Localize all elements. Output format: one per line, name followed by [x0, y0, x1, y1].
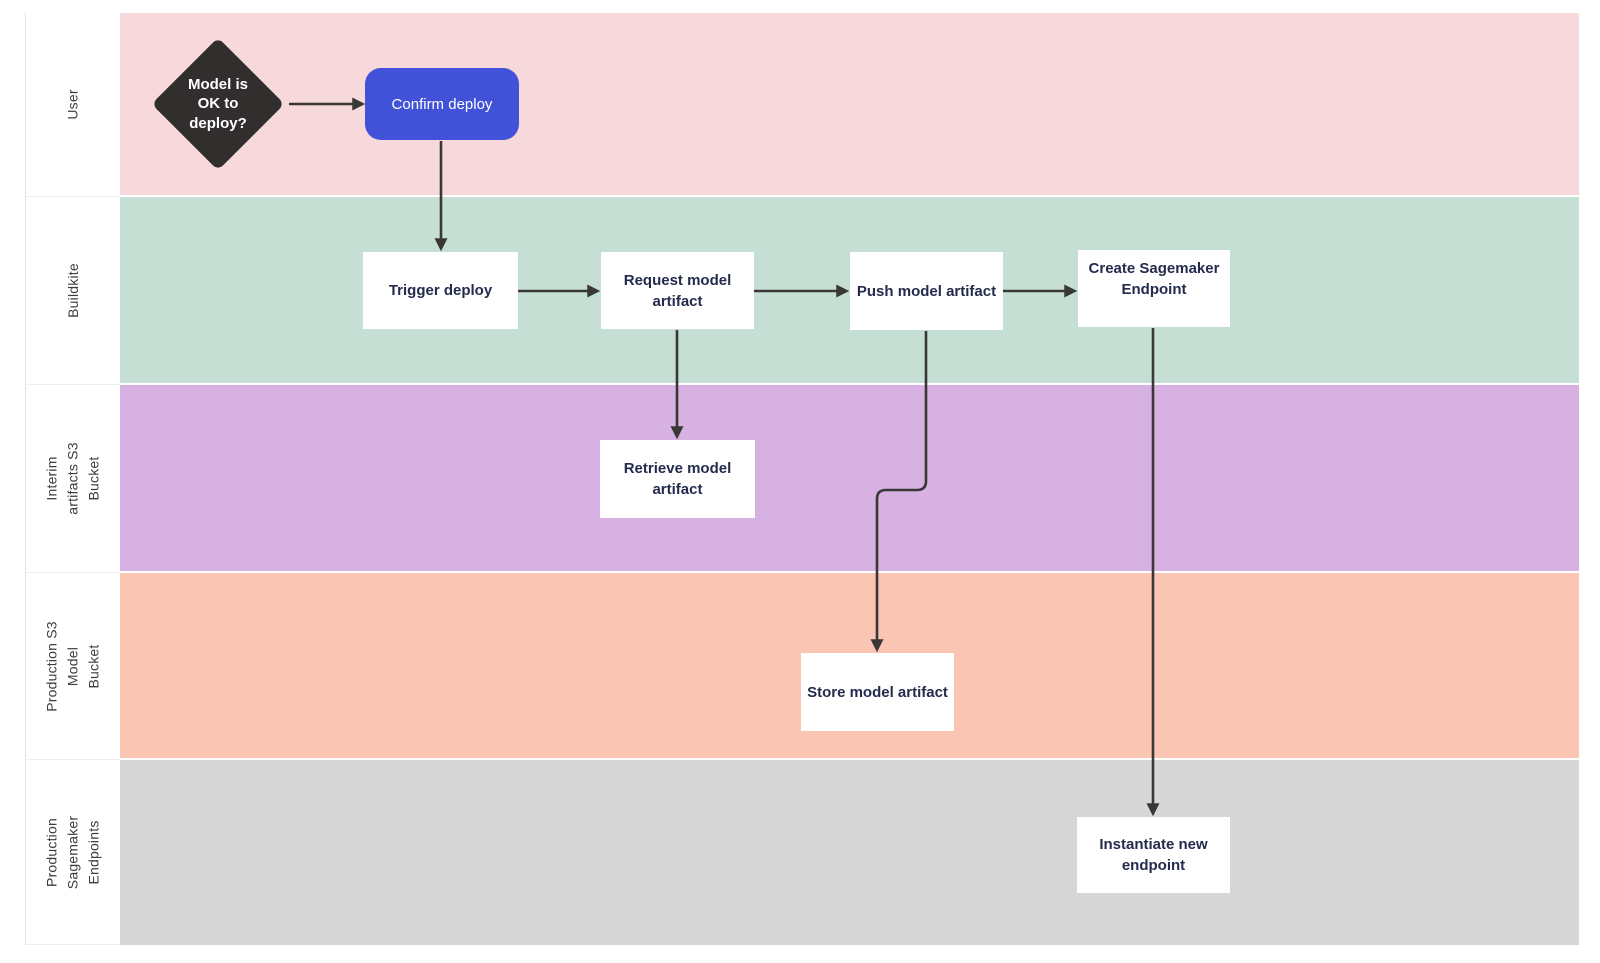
- lane-label-cell-buildkite: Buildkite: [25, 197, 120, 385]
- lane-track-buildkite: [120, 197, 1579, 385]
- lane-track-user: [120, 13, 1579, 197]
- confirm-deploy-label: Confirm deploy: [391, 95, 493, 113]
- lane-buildkite: Buildkite: [25, 197, 1579, 385]
- lane-track-production-sagemaker: [120, 760, 1579, 945]
- lane-label-cell-interim-artifacts: Interim artifacts S3 Bucket: [25, 385, 120, 573]
- retrieve-model-artifact-label: Retrieve model artifact: [623, 460, 732, 498]
- request-model-artifact-node[interactable]: Request model artifact: [601, 252, 754, 329]
- push-model-artifact-node[interactable]: Push model artifact: [850, 252, 1003, 330]
- create-sagemaker-endpoint-node[interactable]: Create Sagemaker Endpoint: [1078, 250, 1230, 327]
- lane-label-production-sagemaker: Production Sagemaker Endpoints: [43, 815, 102, 889]
- lane-label-buildkite: Buildkite: [64, 263, 81, 318]
- create-sagemaker-endpoint-label: Create Sagemaker Endpoint: [1088, 260, 1220, 298]
- store-model-artifact-node[interactable]: Store model artifact: [801, 653, 954, 731]
- lane-label-cell-user: User: [25, 13, 120, 197]
- lane-track-interim-artifacts: [120, 385, 1579, 573]
- trigger-deploy-label: Trigger deploy: [388, 282, 493, 299]
- lane-label-user: User: [64, 89, 81, 120]
- trigger-deploy-node[interactable]: Trigger deploy: [363, 252, 518, 329]
- store-model-artifact-label: Store model artifact: [807, 683, 948, 701]
- lane-label-cell-production-sagemaker: Production Sagemaker Endpoints: [25, 760, 120, 945]
- lane-interim-artifacts-s3-bucket: Interim artifacts S3 Bucket: [25, 385, 1579, 573]
- decision-node-model-ok-to-deploy[interactable]: Model is OK to deploy?: [151, 37, 285, 171]
- push-model-artifact-label: Push model artifact: [856, 282, 997, 300]
- decision-node-label: Model is OK to deploy?: [187, 75, 248, 132]
- request-model-artifact-label: Request model artifact: [623, 271, 732, 310]
- lane-label-interim-artifacts: Interim artifacts S3 Bucket: [43, 442, 102, 515]
- lane-production-sagemaker-endpoints: Production Sagemaker Endpoints: [25, 760, 1579, 945]
- instantiate-new-endpoint-node[interactable]: Instantiate new endpoint: [1077, 817, 1230, 893]
- lane-label-production-s3: Production S3 Model Bucket: [43, 620, 102, 712]
- confirm-deploy-button-node[interactable]: Confirm deploy: [365, 68, 519, 140]
- retrieve-model-artifact-node[interactable]: Retrieve model artifact: [600, 440, 755, 518]
- lane-label-cell-production-s3: Production S3 Model Bucket: [25, 573, 120, 760]
- instantiate-new-endpoint-label: Instantiate new endpoint: [1099, 836, 1208, 874]
